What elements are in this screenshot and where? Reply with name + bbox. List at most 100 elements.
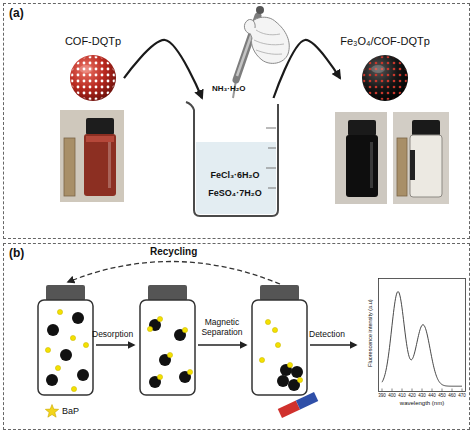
process-arrows	[96, 344, 134, 346]
photo-black-vial	[370, 142, 373, 188]
bottle-adsorbed	[167, 352, 172, 357]
material-name: Fe₃O₄/COF-DQTp	[340, 35, 430, 48]
sphere-highlight	[371, 65, 385, 73]
bottle-before	[77, 369, 89, 381]
beaker: FeCl₃·6H₂OFeSO₄·7H₂O	[180, 98, 290, 218]
tick-mark	[422, 389, 423, 392]
material-name: COF-DQTp	[62, 35, 124, 48]
bottle-separated	[272, 327, 277, 332]
pipette-hand	[254, 30, 284, 54]
bottle-adsorbed	[157, 374, 162, 379]
photo-red-vial	[60, 110, 124, 202]
tick-mark	[452, 389, 453, 392]
legend-text: BaP	[62, 406, 79, 416]
legend-item: BaP	[44, 403, 79, 419]
bottle-adsorbed	[148, 285, 187, 301]
process-arrows	[310, 344, 356, 346]
photo-red-vial	[84, 134, 116, 196]
panel-label: (b)	[9, 247, 24, 261]
photo-separated-vial	[410, 135, 442, 197]
bottle-separated	[260, 285, 299, 301]
photo-black-vial	[335, 112, 387, 204]
tick-label: 400	[384, 393, 400, 398]
sphere-pores	[363, 56, 407, 100]
tick-mark	[402, 389, 403, 392]
magnet	[278, 400, 300, 418]
axis-title: wavelength (nm)	[378, 400, 466, 407]
photo-red-vial	[86, 136, 114, 142]
spectrum-chart: Fluorescence intensity (a.u)wavelength (…	[360, 272, 470, 412]
step-label: Detection	[309, 330, 345, 340]
tick-mark	[442, 389, 443, 392]
sphere-pores	[71, 56, 115, 100]
material-sphere: COF-DQTp	[62, 30, 124, 104]
bottle-before	[38, 285, 93, 395]
beaker-glass	[186, 102, 278, 216]
step-label: Desorption	[92, 330, 133, 340]
bottle-before	[70, 335, 75, 340]
material-sphere: Fe₃O₄/COF-DQTp	[340, 30, 430, 104]
bottle-adsorbed	[140, 285, 195, 395]
sphere-body	[362, 55, 408, 101]
process-arrows	[68, 261, 356, 345]
tick-label: 390	[374, 393, 390, 398]
bottle-before	[55, 365, 60, 370]
bottle-separated	[277, 375, 289, 387]
tick-label: 460	[444, 393, 460, 398]
bottle-adsorbed	[147, 326, 152, 331]
bottle-separated	[265, 319, 270, 324]
bottle-before	[71, 386, 76, 391]
bottle-separated	[252, 285, 307, 395]
sphere-highlight	[79, 65, 93, 73]
reaction-arrow	[124, 40, 202, 98]
photo-red-vial	[108, 142, 111, 188]
photo-separated-vial	[412, 120, 440, 136]
photo-separated-vial	[397, 138, 407, 196]
bottle-separated	[252, 300, 307, 395]
legend-sample	[44, 403, 60, 419]
beaker-graduation	[266, 128, 276, 188]
sphere-outline	[69, 54, 117, 102]
tick-mark	[412, 389, 413, 392]
bottle-separated	[297, 377, 302, 382]
bottle-before	[60, 349, 72, 361]
spectrum-curve	[382, 292, 462, 387]
bottle-before	[46, 285, 85, 301]
photo-black-vial	[348, 120, 376, 136]
tick-label: 410	[394, 393, 410, 398]
bottle-separated	[275, 342, 280, 347]
bottle-separated	[291, 366, 303, 378]
sphere-body	[70, 55, 116, 101]
process-arrows	[198, 344, 246, 346]
tick-label: 440	[424, 393, 440, 398]
beaker-outline	[180, 98, 290, 218]
bottle-before	[83, 342, 88, 347]
bottle-before	[72, 312, 84, 324]
pipette-hand	[244, 19, 255, 34]
plot-frame	[379, 279, 466, 392]
photo-black-vial	[346, 135, 378, 197]
tick-label: 450	[434, 393, 450, 398]
reagent-name: FeSO₄·7H₂O	[180, 188, 290, 198]
analyte-star	[45, 405, 58, 418]
tick-mark	[432, 389, 433, 392]
photo-red-vial	[86, 118, 114, 135]
bottle-separated	[287, 362, 292, 367]
magnet	[278, 392, 318, 418]
sphere-outline	[361, 54, 409, 102]
tick-mark	[392, 389, 393, 392]
tick-mark	[462, 389, 463, 392]
reagent-label: NH₃·H₂O	[212, 84, 245, 93]
bottle-adsorbed	[157, 316, 162, 321]
process-arrows	[68, 261, 280, 284]
reaction-arrow	[274, 40, 341, 98]
panel-label: (a)	[9, 7, 24, 21]
photo-separated-vial	[410, 150, 415, 180]
photo-separated-vial	[393, 112, 449, 204]
photo-black-vial	[335, 112, 387, 204]
bottle-separated	[259, 357, 264, 362]
spectrum-plot	[378, 278, 466, 392]
bottle-before	[57, 309, 62, 314]
pipette-hand	[256, 6, 264, 14]
